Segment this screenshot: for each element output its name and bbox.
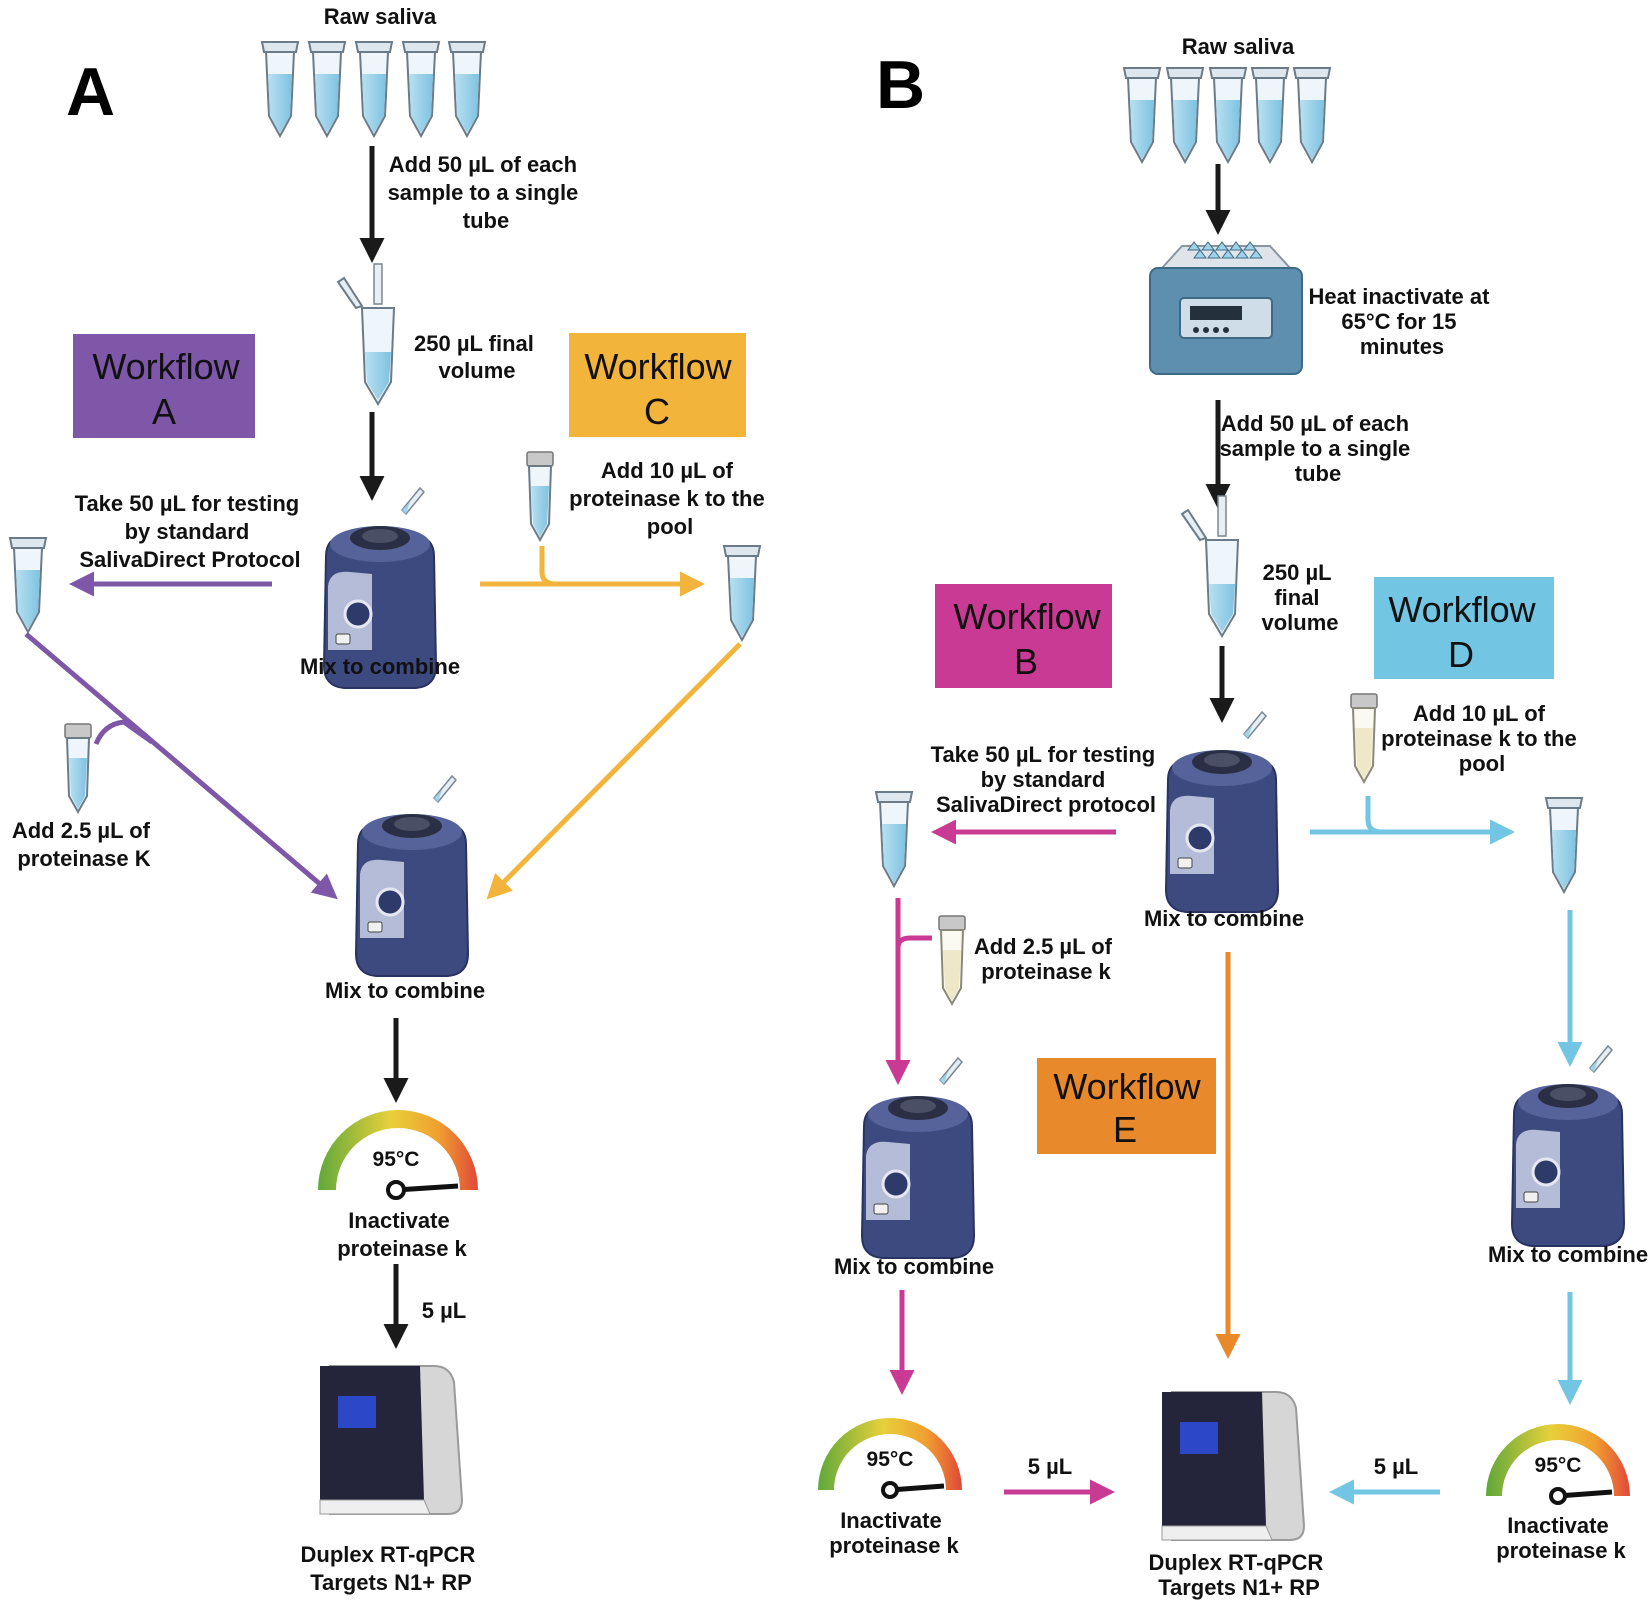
add-2-5-pk-label-b: Add 2.5 µL of proteinase k <box>974 934 1118 984</box>
proteinase-k-tube-icon <box>64 723 92 813</box>
heat-block-icon <box>1149 241 1303 375</box>
workflow-e-box: Workflow E <box>1037 1058 1216 1154</box>
gauge-temp-b-left: 95°C <box>867 1448 914 1471</box>
proteinase-k-tube-icon <box>1350 693 1378 783</box>
temperature-gauge-icon: 95°C <box>818 1418 962 1499</box>
svg-text:D: D <box>1448 634 1474 675</box>
svg-text:Workflow: Workflow <box>92 346 240 387</box>
microtube-icon <box>448 41 486 137</box>
workflow-a-box: Workflow A <box>73 334 255 438</box>
microtube-icon <box>1209 67 1247 163</box>
proteinase-k-tube-icon <box>526 451 554 541</box>
take-50-label-b: Take 50 µL for testing by standard Saliv… <box>931 742 1162 817</box>
microtube-icon <box>308 41 346 137</box>
svg-text:Workflow: Workflow <box>953 596 1101 637</box>
qpcr-label-a: Duplex RT-qPCR Targets N1+ RP <box>301 1542 482 1595</box>
mix-to-combine-b-right: Mix to combine <box>1488 1242 1648 1267</box>
workflow-b-box: Workflow B <box>935 584 1112 688</box>
add-2-5-pk-label-a: Add 2.5 µL of proteinase K <box>12 818 156 871</box>
inactivate-label-b-right: Inactivate proteinase k <box>1496 1513 1626 1563</box>
add-10-pk-label-a: Add 10 µL of proteinase k to the pool <box>569 458 771 539</box>
pooled-tube-icon <box>337 263 395 405</box>
raw-saliva-tubes-b <box>1123 67 1331 163</box>
gauge-temp-b-right: 95°C <box>1535 1454 1582 1477</box>
take-50-label-a: Take 50 µL for testing by standard Saliv… <box>75 491 306 572</box>
svg-text:Workflow: Workflow <box>1388 589 1536 630</box>
five-ul-label-a: 5 µL <box>422 1298 466 1323</box>
microtube-icon <box>1545 797 1583 893</box>
final-volume-label-a: 250 µL final volume <box>414 331 540 383</box>
svg-text:Workflow: Workflow <box>1053 1066 1201 1107</box>
panel-b: B Raw saliva Heat inactivate at 65°C for… <box>818 34 1648 1600</box>
mix-to-combine-a-center: Mix to combine <box>325 978 485 1003</box>
final-volume-label-b: 250 µL final volume <box>1261 560 1338 635</box>
gauge-temp-a: 95°C <box>373 1148 420 1171</box>
svg-text:B: B <box>1014 641 1038 682</box>
proteinase-k-tube-icon <box>938 915 966 1005</box>
microtube-icon <box>723 545 761 641</box>
microtube-icon <box>1251 67 1289 163</box>
mix-to-combine-b-center: Mix to combine <box>1144 906 1304 931</box>
temperature-gauge-icon: 95°C <box>1486 1424 1630 1505</box>
mix-to-combine-b-left: Mix to combine <box>834 1254 994 1279</box>
qpcr-machine-icon <box>1161 1391 1305 1541</box>
workflow-d-box: Workflow D <box>1374 577 1554 679</box>
add-each-label-b: Add 50 µL of each sample to a single tub… <box>1220 411 1417 486</box>
microtube-icon <box>1166 67 1204 163</box>
five-ul-label-b-right: 5 µL <box>1374 1454 1418 1479</box>
heat-inactivate-label: Heat inactivate at 65°C for 15 minutes <box>1308 284 1495 359</box>
inactivate-label-a: Inactivate proteinase k <box>337 1208 467 1261</box>
raw-saliva-label-b: Raw saliva <box>1182 34 1295 59</box>
qpcr-label-b: Duplex RT-qPCR Targets N1+ RP <box>1149 1550 1330 1600</box>
svg-text:C: C <box>644 391 670 432</box>
add-each-label-a: Add 50 µL of each sample to a single tub… <box>388 152 585 233</box>
temperature-gauge-icon: 95°C <box>318 1110 478 1200</box>
microtube-icon <box>9 537 47 633</box>
vortex-mixer-icon <box>860 1056 976 1260</box>
microtube-icon <box>402 41 440 137</box>
five-ul-label-b-left: 5 µL <box>1028 1454 1072 1479</box>
panel-a: A Raw saliva Add 50 µL of each sample to… <box>9 4 771 1595</box>
microtube-icon <box>1293 67 1331 163</box>
microtube-icon <box>261 41 299 137</box>
panel-letter-b: B <box>876 47 925 123</box>
workflow-c-box: Workflow C <box>569 333 746 437</box>
vortex-mixer-icon <box>1164 710 1280 914</box>
qpcr-machine-icon <box>319 1365 463 1515</box>
panel-letter-a: A <box>66 54 115 130</box>
add-10-pk-label-b: Add 10 µL of proteinase k to the pool <box>1381 701 1583 776</box>
microtube-icon <box>355 41 393 137</box>
vortex-mixer-icon <box>354 774 470 978</box>
microtube-icon <box>1123 67 1161 163</box>
raw-saliva-tubes-a <box>261 41 486 137</box>
svg-text:E: E <box>1113 1109 1137 1150</box>
microtube-icon <box>875 791 913 887</box>
mix-to-combine-a-top: Mix to combine <box>300 654 460 679</box>
inactivate-label-b-left: Inactivate proteinase k <box>829 1508 959 1558</box>
raw-saliva-label-a: Raw saliva <box>324 4 437 29</box>
svg-text:Workflow: Workflow <box>584 346 732 387</box>
vortex-mixer-icon <box>1510 1044 1626 1248</box>
pooled-tube-icon <box>1181 495 1239 637</box>
svg-text:A: A <box>152 391 176 432</box>
